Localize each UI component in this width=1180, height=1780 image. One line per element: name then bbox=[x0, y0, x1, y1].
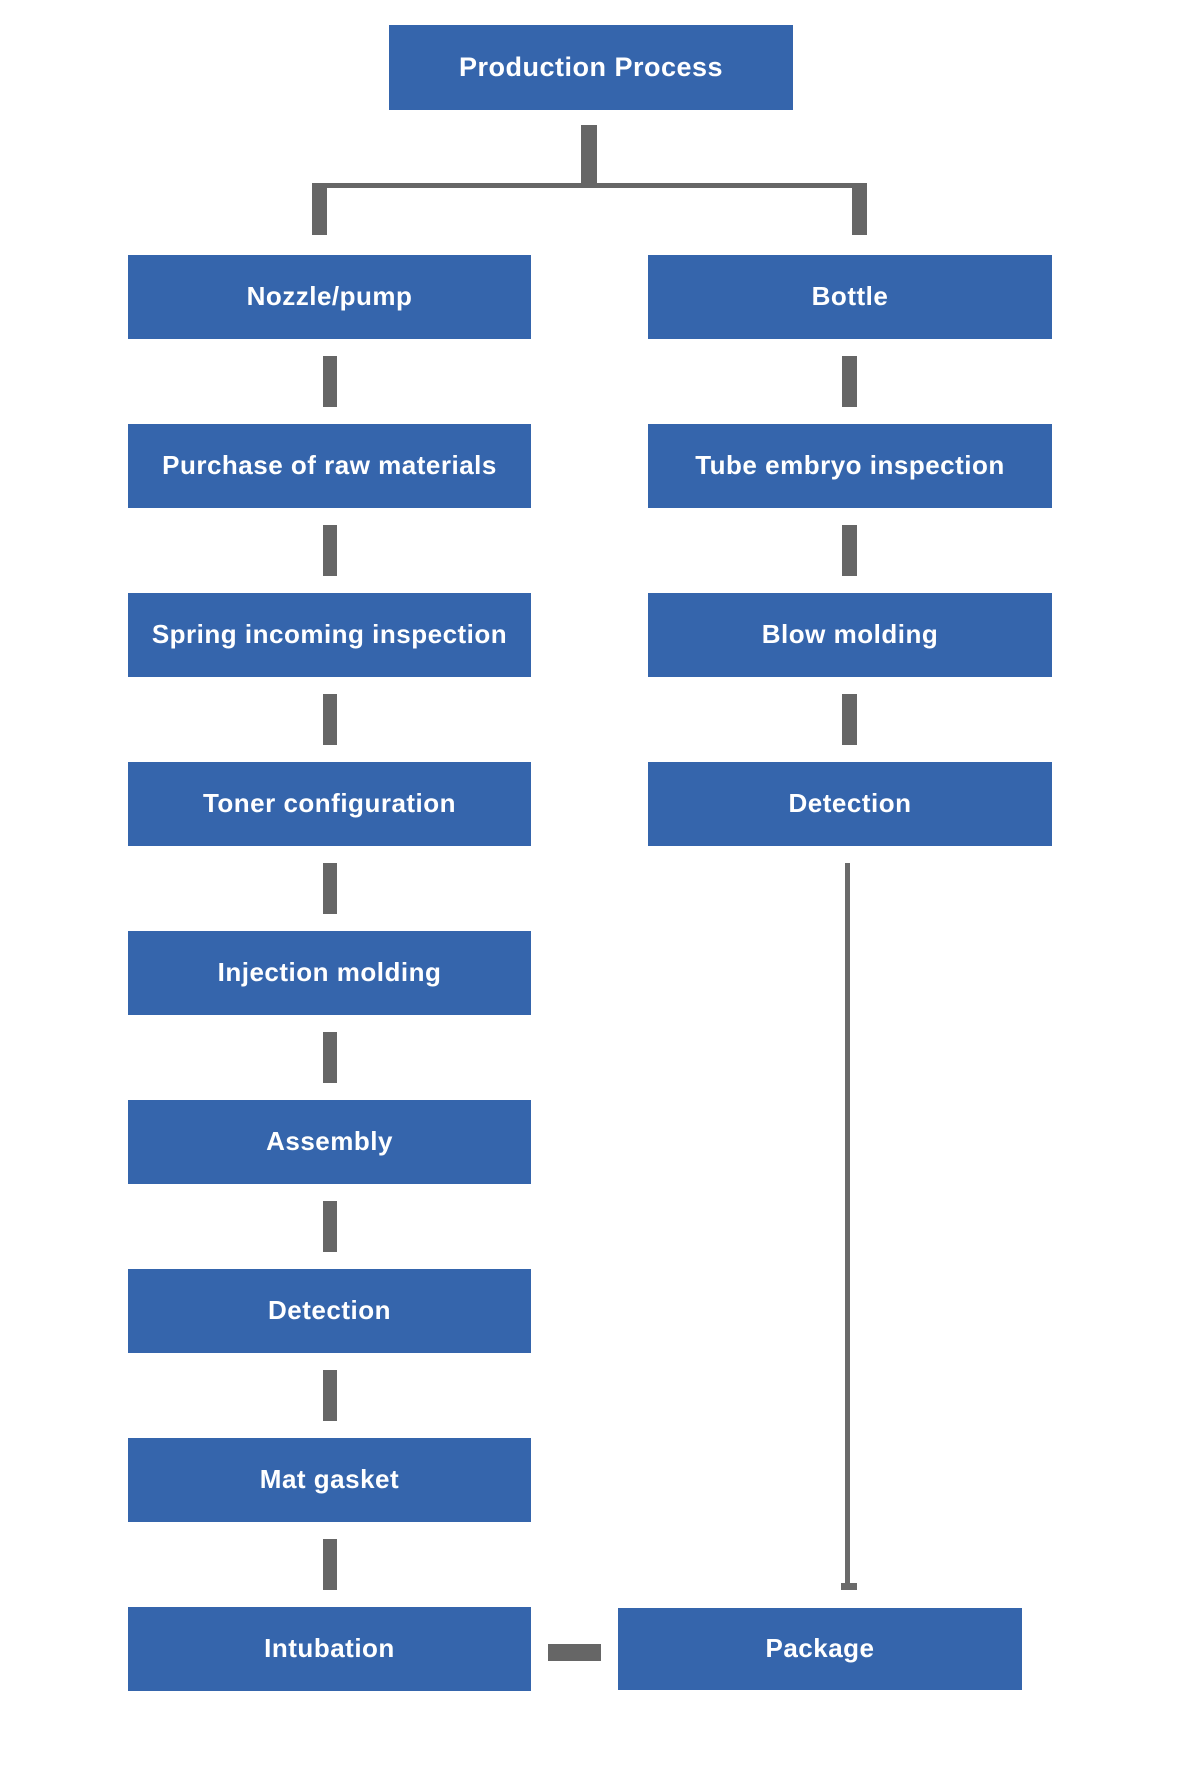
connector-left-stub-4 bbox=[323, 863, 337, 914]
connector-right-stub-3 bbox=[842, 694, 857, 745]
node-toner-configuration: Toner configuration bbox=[128, 762, 531, 846]
connector-left-stub-8 bbox=[323, 1539, 337, 1590]
connector-detection-to-package-line bbox=[845, 863, 850, 1583]
connector-right-stub-1 bbox=[842, 356, 857, 407]
connector-left-drop bbox=[312, 183, 327, 235]
node-spring-incoming-inspection: Spring incoming inspection bbox=[128, 593, 531, 677]
connector-left-stub-3 bbox=[323, 694, 337, 745]
connector-left-stub-1 bbox=[323, 356, 337, 407]
node-mat-gasket: Mat gasket bbox=[128, 1438, 531, 1522]
node-purchase-raw-materials: Purchase of raw materials bbox=[128, 424, 531, 508]
node-injection-molding: Injection molding bbox=[128, 931, 531, 1015]
node-tube-embryo-inspection: Tube embryo inspection bbox=[648, 424, 1052, 508]
connector-right-drop bbox=[852, 183, 867, 235]
node-bottle: Bottle bbox=[648, 255, 1052, 339]
connector-branch-bar bbox=[312, 183, 867, 188]
connector-left-stub-5 bbox=[323, 1032, 337, 1083]
node-assembly: Assembly bbox=[128, 1100, 531, 1184]
connector-right-stub-2 bbox=[842, 525, 857, 576]
node-production-process: Production Process bbox=[389, 25, 793, 110]
connector-detection-to-package-endcap bbox=[841, 1583, 857, 1590]
connector-left-stub-2 bbox=[323, 525, 337, 576]
node-nozzle-pump: Nozzle/pump bbox=[128, 255, 531, 339]
node-blow-molding: Blow molding bbox=[648, 593, 1052, 677]
connector-left-stub-7 bbox=[323, 1370, 337, 1421]
connector-title-stub bbox=[581, 125, 597, 183]
connector-intubation-to-package bbox=[548, 1644, 601, 1661]
node-detection-left: Detection bbox=[128, 1269, 531, 1353]
node-intubation: Intubation bbox=[128, 1607, 531, 1691]
node-package: Package bbox=[618, 1608, 1022, 1690]
connector-left-stub-6 bbox=[323, 1201, 337, 1252]
node-detection-right: Detection bbox=[648, 762, 1052, 846]
